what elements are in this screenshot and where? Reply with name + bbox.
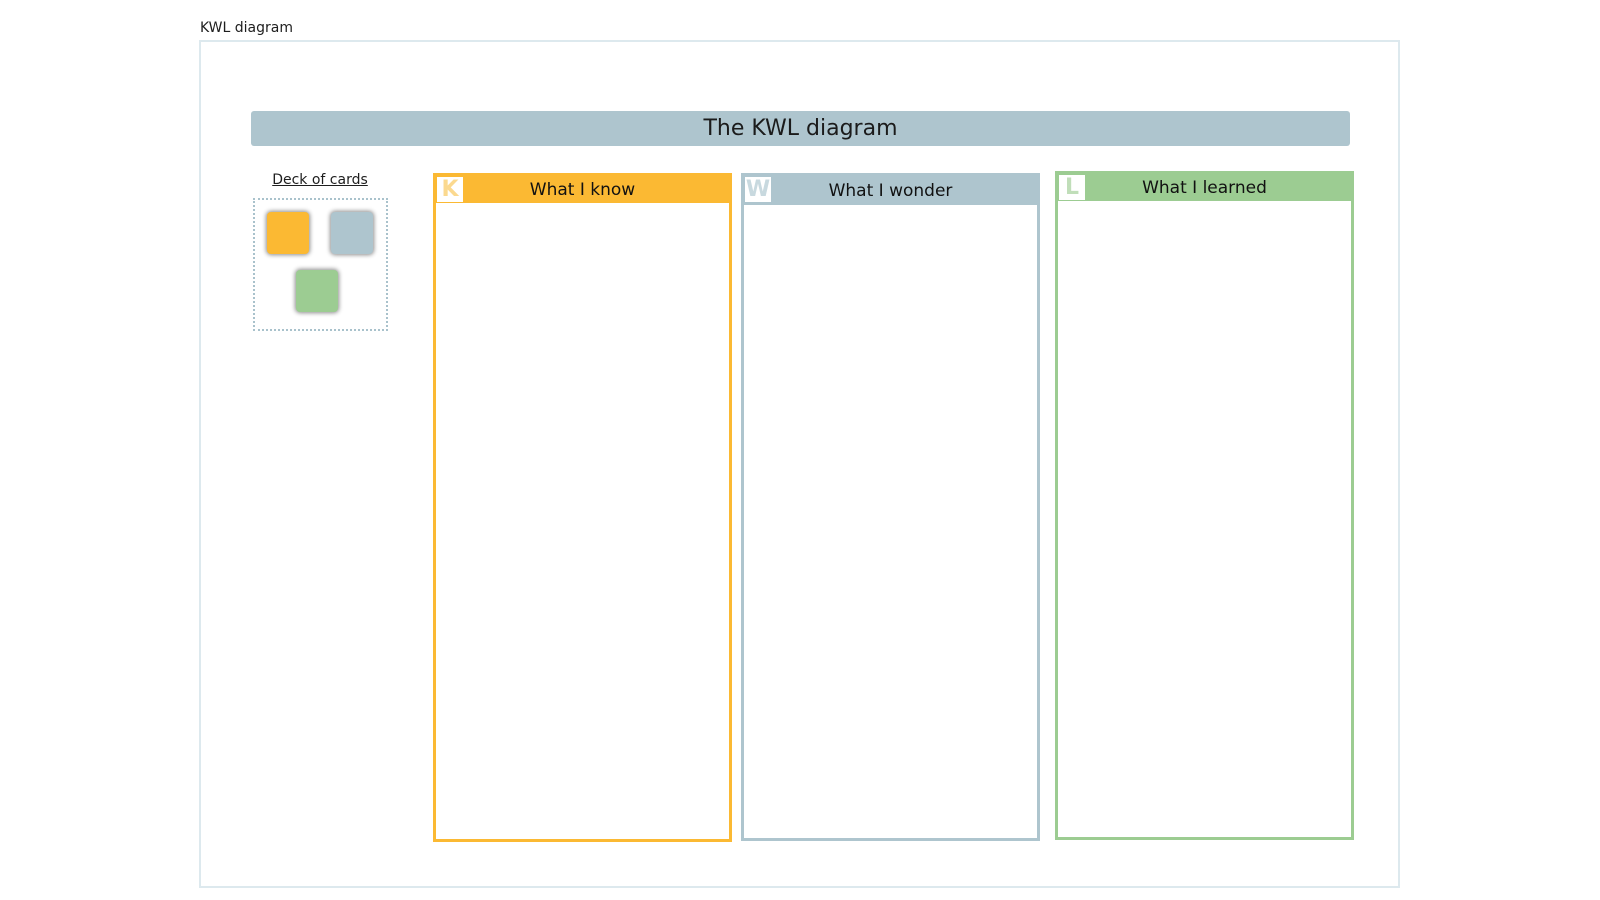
letter-k-badge: K bbox=[437, 177, 463, 202]
wonder-card[interactable] bbox=[331, 212, 373, 254]
column-wonder-title: What I wonder bbox=[828, 180, 953, 201]
column-wonder-dropzone[interactable] bbox=[744, 203, 1037, 838]
letter-w-badge: W bbox=[745, 177, 771, 202]
column-know-dropzone[interactable] bbox=[436, 203, 729, 839]
column-know-header: K What I know bbox=[436, 176, 729, 203]
column-wonder-header: W What I wonder bbox=[744, 176, 1037, 205]
deck-of-cards bbox=[253, 198, 388, 331]
letter-l-badge: L bbox=[1059, 175, 1085, 200]
deck-label: Deck of cards bbox=[272, 172, 368, 188]
diagram-title: The KWL diagram bbox=[703, 116, 898, 141]
kwl-frame[interactable] bbox=[199, 40, 1400, 888]
column-learned[interactable]: L What I learned bbox=[1055, 171, 1354, 840]
column-wonder[interactable]: W What I wonder bbox=[741, 173, 1040, 841]
know-card[interactable] bbox=[267, 212, 309, 254]
column-know[interactable]: K What I know bbox=[433, 173, 732, 842]
frame-label: KWL diagram bbox=[200, 20, 293, 36]
diagram-title-bar[interactable]: The KWL diagram bbox=[251, 111, 1350, 146]
column-know-title: What I know bbox=[529, 179, 636, 200]
column-learned-header: L What I learned bbox=[1058, 174, 1351, 201]
learned-card[interactable] bbox=[296, 270, 338, 312]
column-learned-title: What I learned bbox=[1142, 177, 1267, 198]
column-learned-dropzone[interactable] bbox=[1058, 201, 1351, 837]
